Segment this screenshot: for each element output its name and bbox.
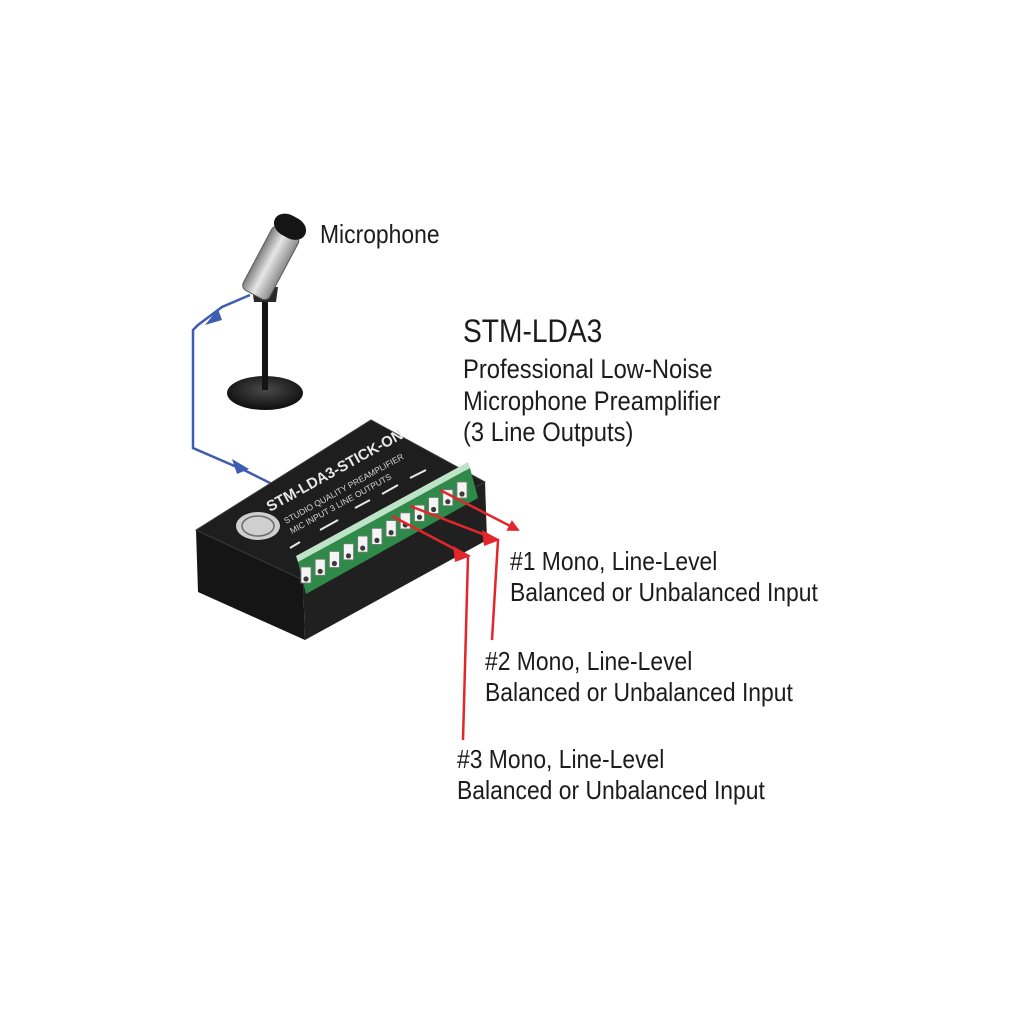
product-model: STM-LDA3 bbox=[463, 313, 603, 349]
output-cable-1 bbox=[439, 488, 520, 532]
terminal-screw bbox=[371, 528, 383, 545]
device-terminal-markings bbox=[289, 469, 427, 549]
terminal-screw-head bbox=[459, 491, 465, 497]
terminal-screw-head bbox=[331, 560, 337, 567]
mic-cable-arrow-top bbox=[205, 309, 222, 325]
mic-head bbox=[273, 213, 307, 240]
terminal-screw-head bbox=[345, 553, 352, 559]
output-1-subtitle: Balanced or Unbalanced Input bbox=[510, 576, 818, 607]
mic-stand-pole bbox=[262, 300, 268, 390]
terminal-screw bbox=[314, 558, 326, 576]
device-top-face bbox=[194, 419, 487, 581]
terminal-strip-top bbox=[296, 462, 470, 562]
terminal-screw-head bbox=[360, 545, 366, 551]
terminal-screws bbox=[300, 481, 468, 584]
mic-cable-arrow-mid bbox=[232, 459, 249, 474]
output-3-subtitle: Balanced or Unbalanced Input bbox=[457, 774, 765, 805]
terminal-screw-head bbox=[388, 530, 394, 536]
output-cable-2-arrow bbox=[482, 530, 500, 546]
product-description-line-2: Microphone Preamplifier bbox=[463, 385, 721, 416]
terminal-screw-head bbox=[431, 506, 437, 513]
terminal-screw-head bbox=[303, 576, 309, 582]
terminal-screw-head bbox=[445, 499, 451, 505]
output-1-label: #1 Mono, Line-Level Balanced or Unbalanc… bbox=[510, 546, 818, 607]
terminal-screw bbox=[300, 566, 312, 584]
output-2-subtitle: Balanced or Unbalanced Input bbox=[485, 676, 793, 707]
microphone-illustration bbox=[227, 213, 307, 410]
terminal-screw-head bbox=[416, 514, 423, 520]
product-description-line-1: Professional Low-Noise bbox=[463, 353, 713, 384]
terminal-screw bbox=[328, 551, 340, 568]
device-front-face bbox=[196, 530, 305, 640]
terminal-screw bbox=[357, 535, 369, 553]
terminal-screw bbox=[428, 497, 440, 514]
output-2-title: #2 Mono, Line-Level bbox=[485, 646, 693, 676]
output-1-title: #1 Mono, Line-Level bbox=[510, 546, 718, 576]
terminal-screw-head bbox=[374, 537, 380, 544]
terminal-screw-head bbox=[317, 568, 323, 574]
output-cable-3-arrow bbox=[453, 546, 471, 562]
terminal-screw bbox=[456, 481, 468, 499]
terminal-screw bbox=[343, 543, 354, 561]
output-3-title: #3 Mono, Line-Level bbox=[457, 744, 665, 774]
device-logo-inner bbox=[241, 515, 275, 537]
device-side-face bbox=[303, 482, 487, 640]
product-title-block: STM-LDA3 Professional Low-Noise Micropho… bbox=[463, 313, 721, 449]
preamp-device: STM-LDA3-STICK-ON STUDIO QUALITY PREAMPL… bbox=[194, 419, 487, 640]
terminal-screw bbox=[414, 504, 425, 522]
product-description-line-3: (3 Line Outputs) bbox=[463, 417, 634, 448]
output-3-label: #3 Mono, Line-Level Balanced or Unbalanc… bbox=[457, 744, 765, 805]
terminal-screw bbox=[385, 520, 397, 537]
output-2-label: #2 Mono, Line-Level Balanced or Unbalanc… bbox=[485, 646, 793, 707]
microphone-label: Microphone bbox=[320, 219, 440, 249]
mic-stand-base bbox=[227, 376, 303, 410]
